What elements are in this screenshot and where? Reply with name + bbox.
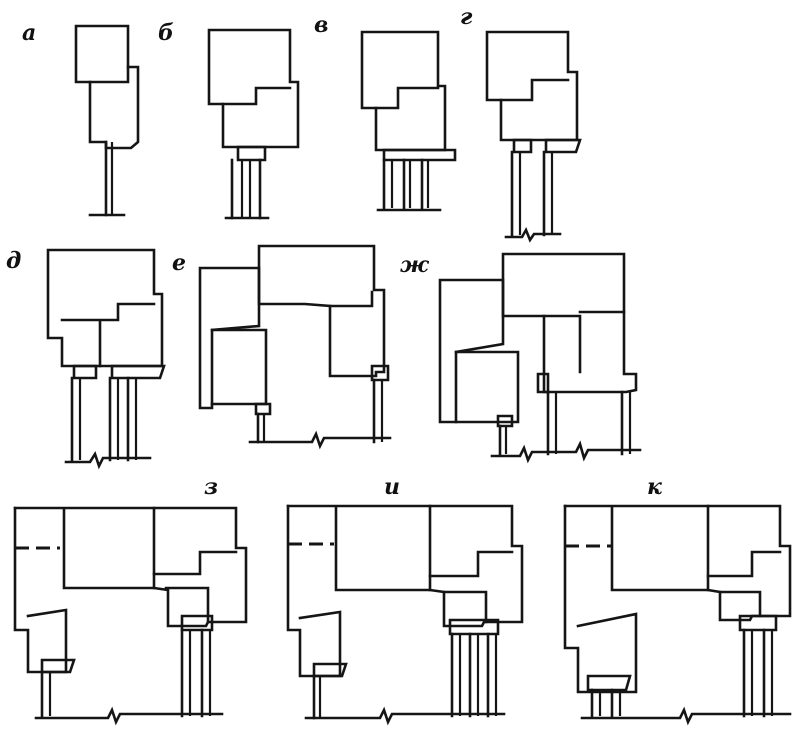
- variant-e-drawing: [198, 244, 392, 450]
- variant-k-drawing: [563, 504, 792, 726]
- label-b: б: [158, 20, 174, 46]
- variant-b-drawing: [207, 28, 300, 220]
- variant-a-drawing: [74, 24, 140, 217]
- label-z: з: [204, 474, 218, 500]
- label-a: а: [22, 20, 36, 46]
- label-g: г: [460, 4, 473, 30]
- label-zh: ж: [400, 252, 430, 278]
- variant-g-drawing: [485, 30, 582, 243]
- label-i: и: [384, 474, 400, 500]
- variant-v-drawing: [360, 30, 457, 212]
- label-e: е: [172, 250, 186, 276]
- variant-d-drawing: [46, 248, 166, 470]
- label-k: к: [647, 474, 662, 500]
- label-d: д: [6, 248, 21, 274]
- variant-i-drawing: [286, 504, 524, 726]
- variant-z-drawing: [13, 506, 248, 726]
- label-v: в: [314, 12, 328, 38]
- variant-zh-drawing: [438, 252, 642, 464]
